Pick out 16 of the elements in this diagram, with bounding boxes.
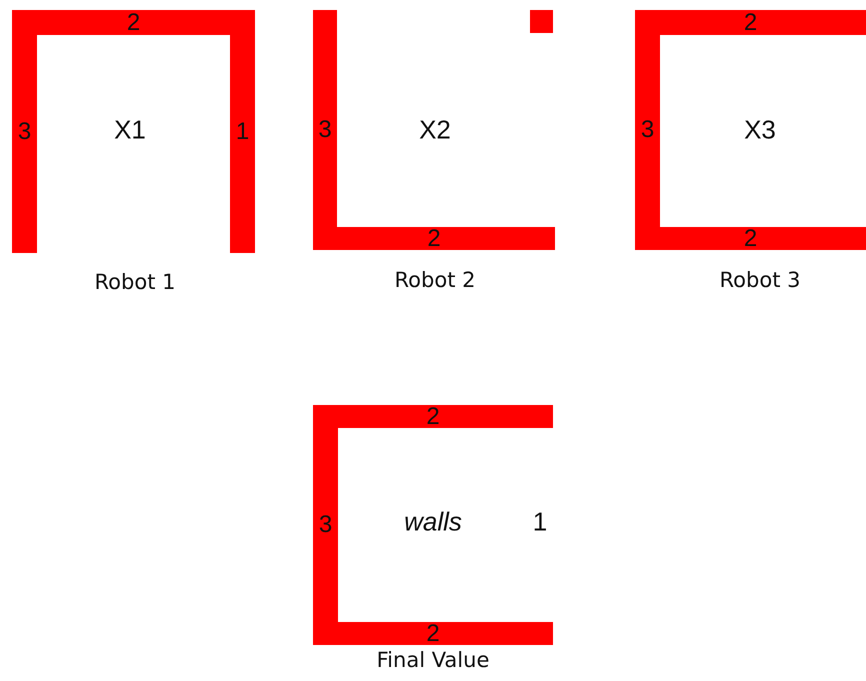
cell-name-label: Robot 3: [720, 268, 800, 292]
node-label: 2: [744, 8, 758, 36]
node-label: 3: [640, 116, 654, 143]
cell-name-label: Robot 1: [94, 270, 176, 294]
wall-stub: [530, 10, 553, 33]
cell-name-label: Robot 2: [394, 268, 476, 292]
node-label: 3: [318, 511, 332, 538]
node-label: 3: [318, 116, 332, 143]
cell-label: X2: [419, 114, 451, 146]
cell-name-label: Final Value: [376, 648, 490, 672]
node-label: 2: [426, 402, 440, 430]
cell-label: X1: [114, 114, 146, 146]
cell-label: walls: [404, 506, 462, 538]
cell-label: X3: [744, 114, 776, 146]
node-label: 2: [126, 8, 140, 36]
wall-number: 1: [532, 506, 548, 538]
